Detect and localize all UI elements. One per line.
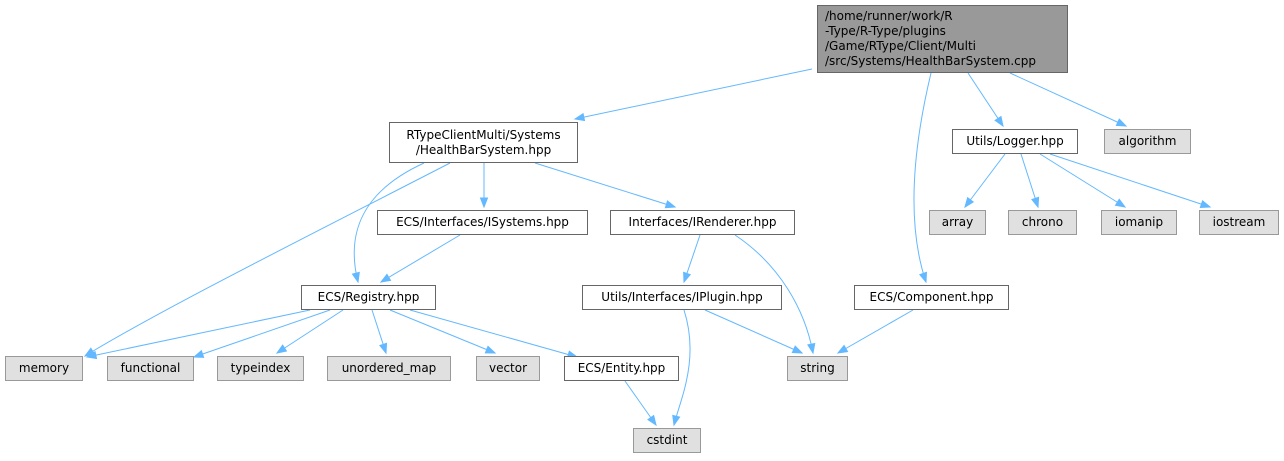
edge-healthbar-isystems-arrowhead [479,197,489,209]
node-utils-logger-hpp[interactable]: Utils/Logger.hpp [952,129,1078,154]
edge-root-component-arrowhead [918,271,928,284]
node-functional[interactable]: functional [107,356,194,381]
edge-isystems-registry [380,234,461,283]
node-array[interactable]: array [929,210,986,235]
edge-logger-iostream [1049,153,1211,208]
edge-registry-typeindex-arrowhead [275,344,288,354]
node-iostream[interactable]: iostream [1199,210,1279,235]
node-utils-interfaces-iplugin-hpp[interactable]: Utils/Interfaces/IPlugin.hpp [582,285,782,310]
edge-component-string [837,309,914,354]
node-ecs-registry-hpp[interactable]: ECS/Registry.hpp [301,285,436,310]
edge-healthbar-registry [353,162,425,283]
edge-root-healthbar-arrowhead [573,112,586,122]
edge-irenderer-iplugin-arrowhead [683,271,692,284]
edge-registry-functional-arrowhead [192,349,205,358]
edge-irenderer-string [734,234,814,354]
edge-healthbar-irenderer-arrowhead [664,200,677,209]
node-memory[interactable]: memory [5,356,83,381]
edge-iplugin-string [704,309,803,354]
node-interfaces-irenderer-hpp[interactable]: Interfaces/IRenderer.hpp [610,210,795,235]
edge-logger-chrono-arrowhead [1031,196,1040,209]
edge-root-healthbar [574,68,813,120]
node-chrono[interactable]: chrono [1008,210,1077,235]
edge-root-algorithm-arrowhead [1115,118,1128,127]
node-string[interactable]: string [787,356,848,381]
edge-iplugin-cstdint-arrowhead [672,414,681,427]
edge-registry-memory [86,309,311,358]
node-iomanip[interactable]: iomanip [1101,210,1177,235]
edge-registry-vector-arrowhead [484,345,497,354]
edge-registry-memory-arrowhead [85,350,98,360]
edge-iplugin-string-arrowhead [791,345,804,354]
edge-component-string-arrowhead [836,344,849,354]
edge-logger-array-arrowhead [964,196,975,209]
edge-registry-unordered-arrowhead [379,342,388,355]
edge-registry-vector [389,309,496,354]
edge-healthbar-irenderer [534,162,676,208]
node-cstdint[interactable]: cstdint [633,428,701,453]
edge-isystems-registry-arrowhead [379,273,392,283]
edge-root-logger-arrowhead [994,115,1004,128]
node-vector[interactable]: vector [476,356,540,381]
edge-logger-iomanip [1039,153,1126,208]
node-ecs-component-hpp[interactable]: ECS/Component.hpp [854,285,1009,310]
node-algorithm[interactable]: algorithm [1104,129,1191,154]
edge-root-component [913,72,932,283]
edge-registry-typeindex [276,309,344,354]
node-ecs-entity-hpp[interactable]: ECS/Entity.hpp [564,356,679,381]
node-unordered-map[interactable]: unordered_map [327,356,451,381]
edge-logger-array [964,153,1006,208]
edge-irenderer-string-arrowhead [807,342,816,355]
node-ecs-interfaces-isystems-hpp[interactable]: ECS/Interfaces/ISystems.hpp [377,210,588,235]
node-healthbarsystem-cpp[interactable]: /home/runner/work/R -Type/R-Type/plugins… [817,5,1068,73]
edge-healthbar-memory [84,162,451,357]
edge-logger-iomanip-arrowhead [1114,198,1127,208]
edge-registry-functional [193,309,331,358]
edge-root-algorithm [1009,72,1127,127]
edge-logger-iostream-arrowhead [1199,199,1212,209]
edge-healthbar-registry-arrowhead [351,271,360,284]
node-healthbarsystem-hpp[interactable]: RTypeClientMulti/Systems /HealthBarSyste… [389,122,578,163]
edge-root-logger [967,72,1004,127]
node-typeindex[interactable]: typeindex [217,356,304,381]
edge-registry-entity [409,309,578,358]
edge-entity-cstdint-arrowhead [647,414,657,427]
